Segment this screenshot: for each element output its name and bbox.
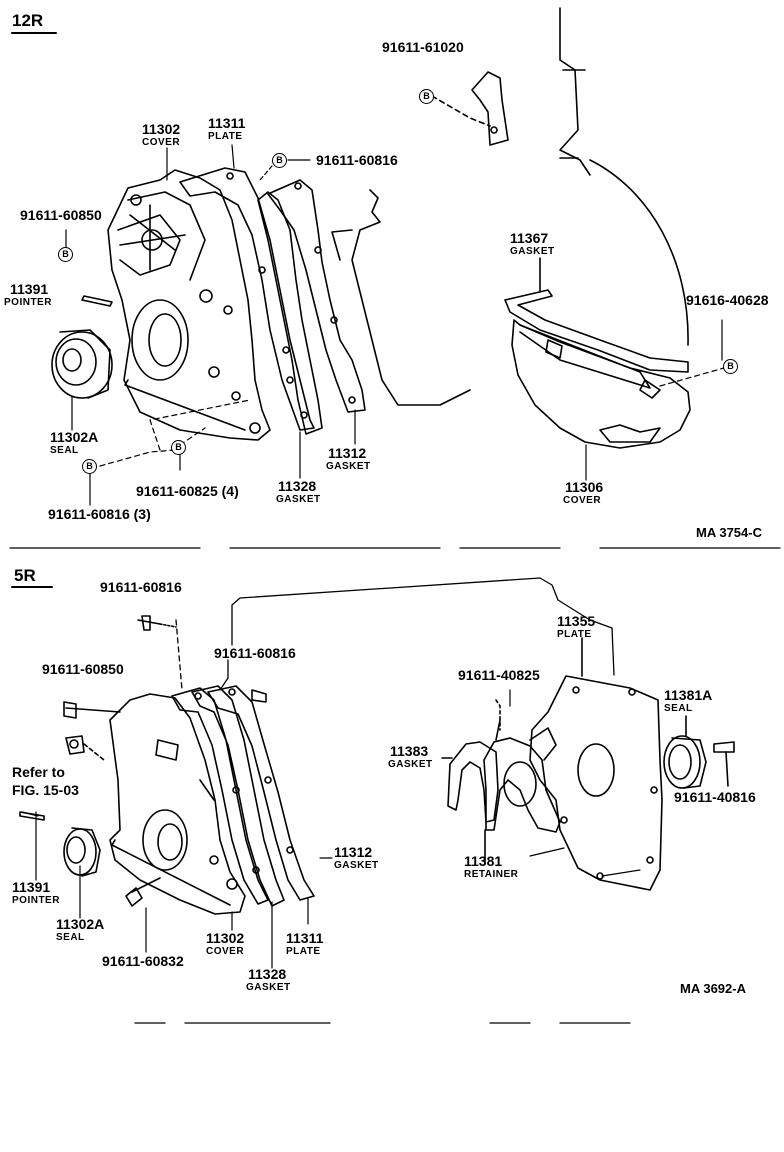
bolts-lower-left	[63, 615, 267, 907]
seal-11302A-lower	[63, 827, 101, 877]
label-bolt-60816-a: 91611-60816	[100, 579, 182, 595]
label-pointer-11391-lower-num: 11391	[12, 879, 51, 895]
label-cover-11302-name: COVER	[142, 137, 181, 148]
leader-lines-lower-right	[509, 689, 641, 877]
leader-lines-upper	[65, 144, 356, 506]
bolt-symbol-60816-top: B	[272, 153, 287, 168]
section-tag-12r: 12R	[12, 11, 44, 30]
bolt-symbol-60816-3: B	[82, 459, 97, 474]
label-bolt-60816-b: 91611-60816	[214, 645, 296, 661]
seal-11302A-upper	[51, 329, 113, 399]
bolt-symbol-61020: B	[419, 89, 434, 104]
label-cover-11306-name: COVER	[563, 495, 602, 506]
retainer-11381	[483, 699, 561, 863]
cover-11306	[511, 319, 691, 449]
label-bolt-40825: 91611-40825	[458, 667, 540, 683]
bracket-line-lower	[175, 577, 615, 691]
bolt-symbol-60850: B	[58, 247, 73, 262]
label-bolt-60850-lower: 91611-60850	[42, 661, 124, 677]
front-cover-11302-upper	[107, 169, 271, 441]
figure-id-lower: MA 3692-A	[680, 981, 746, 996]
figure-id-upper: MA 3754-C	[696, 525, 762, 540]
gasket-11312-lower	[207, 685, 315, 901]
section-divider	[9, 547, 781, 1024]
label-pointer-11391-num: 11391	[10, 281, 49, 297]
label-seal-11302A-lower-num: 11302A	[56, 916, 105, 932]
front-cover-11302-lower	[109, 693, 246, 915]
label-pointer-11391-lower-name: POINTER	[12, 895, 60, 906]
gasket-11383	[441, 741, 499, 823]
label-gasket-11328-lower-name: GASKET	[246, 982, 291, 993]
label-refer-line1: Refer to	[12, 764, 65, 780]
plate-11311-lower	[171, 687, 269, 905]
label-gasket-11367-name: GASKET	[510, 246, 555, 257]
label-bolt-60816-top: 91611-60816	[316, 152, 398, 168]
pointer-11391-lower	[19, 811, 45, 821]
engine-block-outline	[331, 7, 689, 406]
label-gasket-11312-lower-name: GASKET	[334, 860, 379, 871]
label-gasket-11367-num: 11367	[510, 230, 549, 246]
label-refer-line2: FIG. 15-03	[12, 782, 79, 798]
bracket-61020	[431, 71, 509, 146]
bolt-symbol-40628: B	[723, 359, 738, 374]
label-gasket-11312-num: 11312	[328, 445, 367, 461]
label-retainer-11381-num: 11381	[464, 853, 503, 869]
label-seal-11302A-lower-name: SEAL	[56, 932, 85, 943]
label-plate-11311-num: 11311	[208, 115, 246, 131]
label-bolt-40816: 91611-40816	[674, 789, 756, 805]
label-bolt-60850: 91611-60850	[20, 207, 102, 223]
label-bolt-60816-3: 91611-60816 (3)	[48, 506, 151, 522]
bolt-40816-lower	[713, 741, 735, 787]
label-gasket-11312-name: GASKET	[326, 461, 371, 472]
label-plate-11355-name: PLATE	[557, 629, 592, 640]
leader-lines-11306	[585, 319, 725, 481]
label-gasket-11312-lower-num: 11312	[334, 844, 373, 860]
label-bolt-60825: 91611-60825 (4)	[136, 483, 239, 499]
label-plate-11311-name: PLATE	[208, 131, 243, 142]
label-pointer-11391-name: POINTER	[4, 297, 52, 308]
gasket-11312-upper	[267, 179, 366, 413]
label-gasket-11383-name: GASKET	[388, 759, 433, 770]
label-retainer-11381-name: RETAINER	[464, 869, 519, 880]
label-seal-11302A-num: 11302A	[50, 429, 99, 445]
label-cover-11302-lower-num: 11302	[206, 930, 245, 946]
label-bolt-60832: 91611-60832	[102, 953, 184, 969]
seal-11381A	[663, 715, 707, 789]
bolt-symbol-60825: B	[171, 440, 186, 455]
label-seal-11302A-name: SEAL	[50, 445, 79, 456]
label-bolt-40628: 91616-40628	[686, 292, 769, 308]
label-gasket-11328-num: 11328	[278, 478, 317, 494]
label-cover-11302-lower-name: COVER	[206, 946, 245, 957]
label-cover-11302-num: 11302	[142, 121, 181, 137]
label-bolt-61020: 91611-61020	[382, 39, 464, 55]
section-tag-5r: 5R	[14, 566, 36, 585]
pointer-11391-upper	[81, 295, 113, 307]
label-plate-11311-lower-num: 11311	[286, 930, 324, 946]
label-cover-11306-num: 11306	[565, 479, 604, 495]
gasket-11367	[504, 257, 689, 373]
label-seal-11381A-name: SEAL	[664, 703, 693, 714]
label-gasket-11328-name: GASKET	[276, 494, 321, 505]
label-gasket-11328-lower-num: 11328	[248, 966, 287, 982]
plate-11355	[529, 637, 663, 891]
label-plate-11311-lower-name: PLATE	[286, 946, 321, 957]
label-plate-11355-num: 11355	[557, 613, 596, 629]
gasket-11328-lower	[191, 685, 285, 907]
label-seal-11381A-num: 11381A	[664, 687, 713, 703]
label-gasket-11383-num: 11383	[390, 743, 429, 759]
